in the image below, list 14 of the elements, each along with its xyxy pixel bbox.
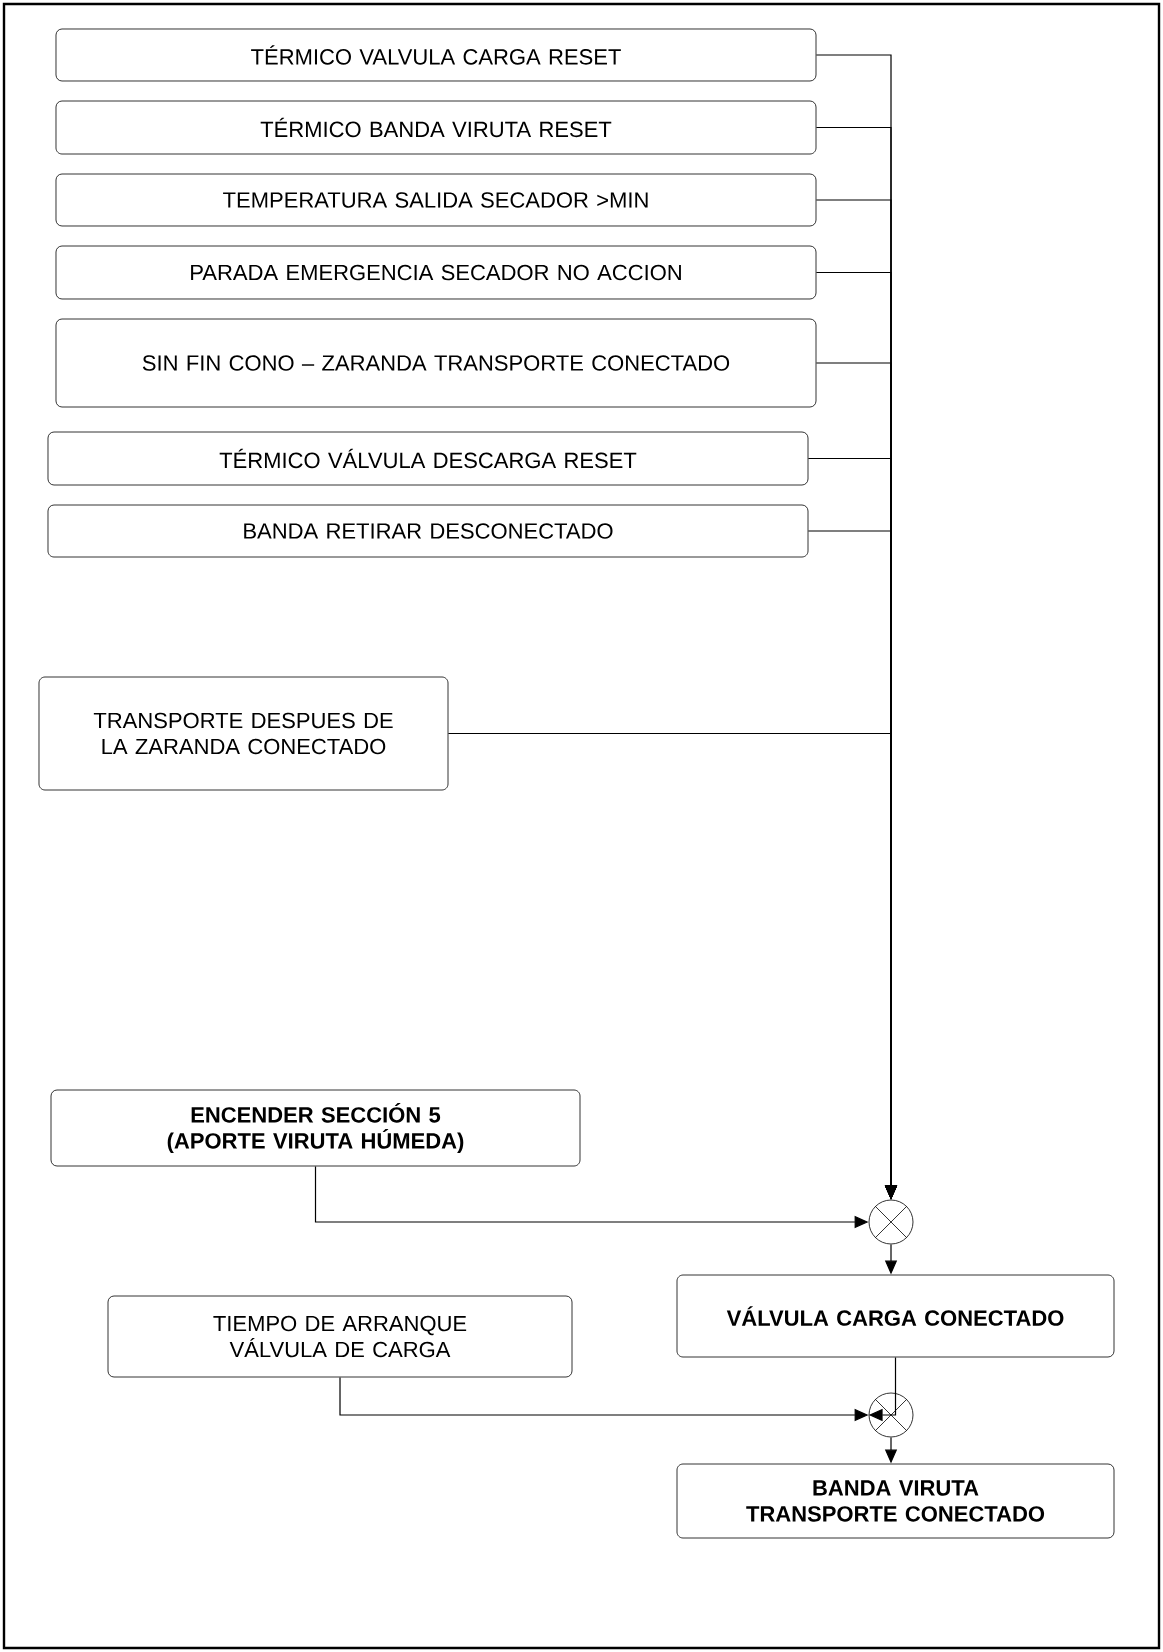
condition-box: TEMPERATURA SALIDA SECADOR >MIN: [55, 173, 817, 227]
condition-box: BANDA RETIRAR DESCONECTADO: [47, 504, 809, 558]
condition-box: PARADA EMERGENCIA SECADOR NO ACCION: [55, 245, 817, 300]
condition-box: SIN FIN CONO – ZARANDA TRANSPORTE CONECTADO: [55, 318, 817, 408]
condition-box: TIEMPO DE ARRANQUE VÁLVULA DE CARGA: [107, 1295, 573, 1378]
condition-box: TÉRMICO VÁLVULA DESCARGA RESET: [47, 431, 809, 486]
condition-box: TÉRMICO BANDA VIRUTA RESET: [55, 100, 817, 155]
condition-box: BANDA VIRUTA TRANSPORTE CONECTADO: [676, 1463, 1115, 1539]
condition-box: ENCENDER SECCIÓN 5 (APORTE VIRUTA HÚMEDA): [50, 1089, 581, 1167]
condition-box: TÉRMICO VALVULA CARGA RESET: [55, 28, 817, 82]
condition-box: TRANSPORTE DESPUES DE LA ZARANDA CONECTADO: [38, 676, 449, 791]
and-junction-symbol: [868, 1392, 914, 1438]
and-junction-symbol: [868, 1199, 914, 1245]
condition-box: VÁLVULA CARGA CONECTADO: [676, 1274, 1115, 1358]
